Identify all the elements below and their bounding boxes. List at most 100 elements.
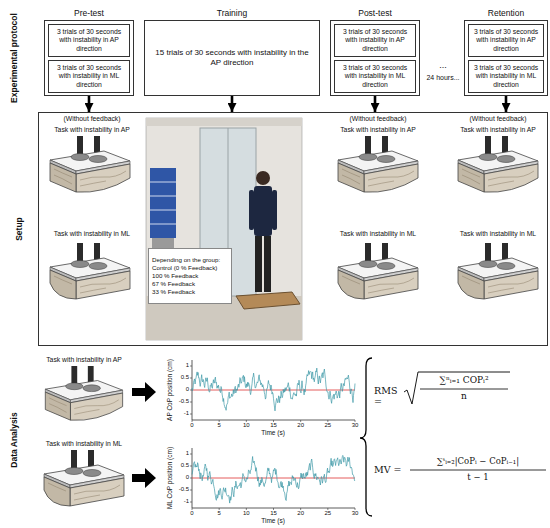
formula-part: RMS =	[374, 385, 408, 408]
formula-part: ∑ⁿᵢ₌₁ COPᵢ²	[418, 375, 510, 386]
section-label: Experimental protocol	[9, 13, 19, 103]
task-label: Task with instability in ML	[40, 230, 144, 238]
axis-title: AP CoP position (cm)	[166, 359, 174, 421]
tick-label: 20	[291, 510, 311, 517]
condition-note: (Without feedback)	[326, 115, 430, 123]
person-leg	[255, 236, 262, 292]
cop-trace	[192, 368, 355, 411]
trial-box: 3 trials of 30 seconds with instability …	[468, 24, 544, 57]
tick-label: -1	[172, 498, 189, 505]
node-text: 3 trials of 30 seconds with instability …	[335, 64, 415, 88]
axis-tick	[246, 420, 247, 422]
block-arrow	[132, 382, 156, 402]
trial-box: 3 trials of 30 seconds with instability …	[48, 24, 130, 57]
trial-box: 3 trials of 30 seconds with instability …	[334, 60, 416, 93]
tick-label: 0	[182, 422, 202, 429]
formula-part: t − 1	[408, 472, 548, 482]
platform-ml	[338, 243, 418, 299]
axis-tick	[190, 466, 192, 467]
tick-label: 30	[345, 422, 365, 429]
tick-label: 5	[209, 422, 229, 429]
tick-label: 0	[172, 474, 189, 481]
axis-tick	[192, 420, 193, 422]
node-heading: Setup	[14, 215, 24, 243]
node-heading: Retention	[465, 8, 547, 18]
condition-note: (Without feedback)	[446, 115, 550, 123]
node-text: 67 % Feedback	[152, 280, 195, 288]
person-head	[256, 171, 270, 185]
platform-ml	[44, 450, 124, 506]
axis-tick	[219, 420, 220, 422]
shelf-lines	[150, 182, 176, 224]
axis-tick	[273, 420, 274, 422]
tick-label: 10	[236, 422, 256, 429]
axis-title: Time (s)	[233, 517, 313, 525]
feedback-note: Depending on the group:Control (0 % Feed…	[148, 248, 232, 304]
person-arm	[272, 190, 277, 230]
tick-label: -1	[172, 410, 189, 417]
tick-label: 10	[236, 510, 256, 517]
tick-label: 0.5	[172, 374, 189, 381]
fraction-bar	[420, 389, 508, 390]
tick-label: 30	[345, 510, 365, 517]
node-heading: Pre-test	[45, 8, 133, 18]
node-text: 3 trials of 30 seconds with instability …	[469, 28, 543, 52]
cop-trace	[192, 455, 355, 503]
axis-tick	[273, 508, 274, 510]
axis-tick	[327, 508, 328, 510]
task-label: Task with instability in AP	[446, 126, 550, 134]
trial-box: 3 trials of 30 seconds with instability …	[468, 60, 544, 93]
node-heading: Post-test	[331, 8, 419, 18]
person-arm	[249, 190, 254, 230]
chart-axes	[192, 448, 355, 508]
tick-label: 15	[264, 422, 284, 429]
blue-shelf	[150, 168, 176, 238]
tick-label: 15	[264, 510, 284, 517]
platform-ml	[458, 243, 538, 299]
trial-box: 3 trials of 30 seconds with instability …	[334, 24, 416, 57]
task-label: Task with instability in ML	[446, 230, 550, 238]
formula-part: n	[418, 391, 510, 402]
flow-arrow	[88, 96, 91, 112]
section-label: Data Analysis	[9, 412, 19, 467]
flow-arrow	[505, 96, 508, 112]
phase-box: Post-test3 trials of 30 seconds with ins…	[330, 20, 420, 96]
condition-note: (Without feedback)	[40, 115, 144, 123]
node-text: 3 trials of 30 seconds with instability …	[49, 64, 129, 88]
node-text: 3 trials of 30 seconds with instability …	[469, 64, 543, 88]
person-leg	[264, 236, 271, 292]
sqrt-sign	[404, 372, 510, 404]
node-text: 3 trials of 30 seconds with instability …	[49, 28, 129, 52]
platform-ap	[45, 366, 122, 420]
zero-line	[192, 390, 355, 391]
axis-title: Time (s)	[233, 429, 313, 437]
person-torso	[254, 186, 272, 236]
axis-tick	[300, 508, 301, 510]
node-text: 100 % Feedback	[152, 272, 198, 280]
axis-tick	[190, 390, 192, 391]
task-label: Task with instability in ML	[326, 230, 430, 238]
tick-label: 1	[172, 362, 189, 369]
tick-label: 20	[291, 422, 311, 429]
tick-label: 25	[318, 510, 338, 517]
flow-arrow	[374, 96, 377, 112]
axis-tick	[246, 508, 247, 510]
photo-background	[146, 118, 302, 340]
phase-box: Pre-test3 trials of 30 seconds with inst…	[44, 20, 134, 96]
axis-tick	[190, 478, 192, 479]
node-text: 15 trials of 30 seconds with instability…	[145, 48, 319, 67]
tick-label: -0.5	[172, 486, 189, 493]
tick-label: 0.5	[172, 462, 189, 469]
platform-ap	[458, 136, 538, 192]
axis-tick	[190, 402, 192, 403]
node-text: Depending on the group:	[152, 256, 220, 264]
tick-label: 0	[172, 386, 189, 393]
axis-tick	[190, 454, 192, 455]
formula-part: MV =	[374, 464, 408, 475]
chart-axes	[192, 360, 355, 420]
platform-ap	[50, 136, 130, 192]
ellipsis: ...	[422, 60, 464, 71]
formula-part: ∑ᵗᵢ₌₂|CoPᵢ − CoPᵢ₋₁|	[408, 456, 548, 466]
